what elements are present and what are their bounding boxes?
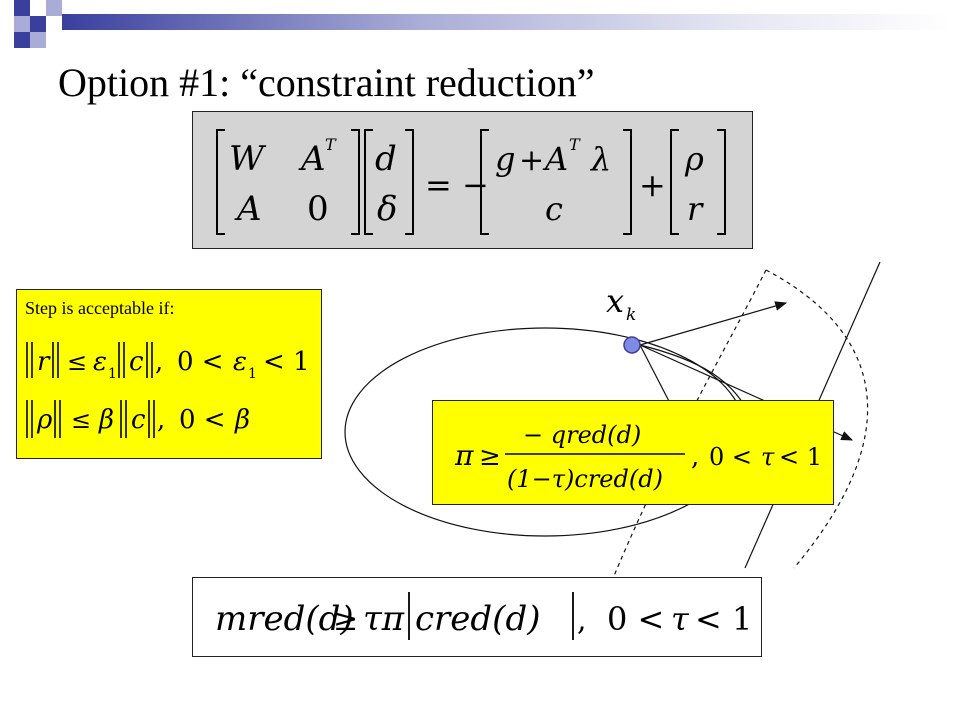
- svg-text:≥: ≥: [479, 442, 501, 472]
- svg-text:1: 1: [248, 366, 257, 382]
- svg-text:τπ: τπ: [363, 599, 405, 639]
- svg-text:ε: ε: [233, 347, 247, 377]
- svg-text:+: +: [639, 166, 666, 204]
- svg-text:c: c: [545, 190, 563, 228]
- svg-text:= −: = −: [425, 166, 489, 204]
- svg-text:A: A: [542, 140, 568, 178]
- corner-square-6: [14, 32, 30, 48]
- svg-text:r: r: [687, 190, 704, 228]
- svg-text:< 1: < 1: [695, 600, 752, 638]
- corner-square-7: [30, 32, 46, 48]
- svg-text:(1−τ)cred(d): (1−τ)cred(d): [507, 465, 663, 493]
- svg-text:,: ,: [157, 405, 165, 435]
- svg-text:1: 1: [108, 366, 117, 382]
- svg-text:A: A: [234, 189, 262, 229]
- svg-text:≤: ≤: [71, 406, 91, 434]
- mred-inequality: mred(d) ≥ τπ cred(d) , 0 < τ < 1: [215, 592, 752, 640]
- svg-text:δ: δ: [377, 189, 397, 229]
- svg-text:≤: ≤: [67, 348, 87, 376]
- penalty-inequality: π ≥ − qred(d) (1−τ)cred(d) , 0 < τ < 1: [454, 421, 822, 493]
- svg-text:≥: ≥: [333, 603, 358, 638]
- kkt-equation: W A T A 0 d δ = − g + A T λ c + ρ r: [216, 129, 726, 235]
- dashed-constraint-curve-left: [599, 269, 767, 611]
- svg-text:d: d: [375, 139, 397, 179]
- point-label: x: [606, 282, 624, 320]
- svg-text:c: c: [131, 405, 146, 435]
- svg-text:,: ,: [577, 603, 587, 638]
- svg-text:0 <: 0 <: [177, 347, 224, 377]
- step-arrow-upper: [639, 301, 788, 346]
- point-label-subscript: k: [626, 305, 636, 325]
- mred-condition-box: mred(d) ≥ τπ cred(d) , 0 < τ < 1: [192, 577, 762, 657]
- iterate-point: [623, 336, 641, 354]
- acceptance-conditions-box: Step is acceptable if: r ≤ ε 1 c , 0 < ε…: [16, 289, 322, 459]
- svg-text:τ: τ: [761, 443, 775, 471]
- title-bar-gradient: [62, 14, 950, 30]
- svg-text:0 <: 0 <: [607, 600, 664, 638]
- svg-text:< 1: < 1: [779, 443, 822, 471]
- acceptance-heading: Step is acceptable if:: [25, 298, 175, 318]
- svg-text:τ: τ: [671, 600, 690, 638]
- penalty-parameter-box: π ≥ − qred(d) (1−τ)cred(d) , 0 < τ < 1: [432, 400, 834, 505]
- svg-text:T: T: [569, 135, 581, 154]
- svg-text:− qred(d): − qred(d): [523, 421, 641, 449]
- dashed-constraint-curve-right: [765, 269, 869, 569]
- svg-text:A: A: [298, 139, 326, 179]
- svg-text:0 <: 0 <: [179, 405, 226, 435]
- corner-square-4: [14, 16, 30, 32]
- svg-text:,: ,: [155, 347, 163, 377]
- corner-square-1: [14, 0, 30, 16]
- svg-text:β: β: [234, 405, 250, 435]
- svg-text:ρ: ρ: [36, 405, 53, 435]
- svg-text:r: r: [37, 347, 51, 377]
- svg-text:+: +: [519, 143, 544, 178]
- corner-square-5: [30, 16, 46, 32]
- svg-text:λ: λ: [589, 140, 611, 178]
- svg-text:ρ: ρ: [684, 140, 704, 178]
- svg-text:ε: ε: [93, 347, 107, 377]
- svg-text:0 <: 0 <: [709, 443, 752, 471]
- svg-text:cred(d): cred(d): [415, 599, 540, 639]
- svg-text:π: π: [454, 439, 474, 472]
- corner-square-3: [46, 0, 62, 16]
- kkt-equation-box: W A T A 0 d δ = − g + A T λ c + ρ r: [192, 111, 753, 249]
- corner-square-2: [30, 0, 46, 16]
- acceptance-conditions: r ≤ ε 1 c , 0 < ε 1 < 1 ρ ≤ β c , 0 < β: [26, 342, 310, 438]
- svg-text:c: c: [129, 347, 144, 377]
- svg-text:T: T: [325, 135, 337, 154]
- svg-text:0: 0: [307, 189, 329, 229]
- svg-text:g: g: [495, 140, 515, 178]
- corner-square-8: [14, 48, 30, 64]
- svg-text:mred(d): mred(d): [215, 599, 354, 639]
- svg-text:< 1: < 1: [263, 347, 310, 377]
- svg-text:β: β: [98, 405, 114, 435]
- svg-text:,: ,: [691, 442, 699, 472]
- slide-title: Option #1: “constraint reduction”: [58, 60, 595, 105]
- svg-text:W: W: [229, 139, 267, 179]
